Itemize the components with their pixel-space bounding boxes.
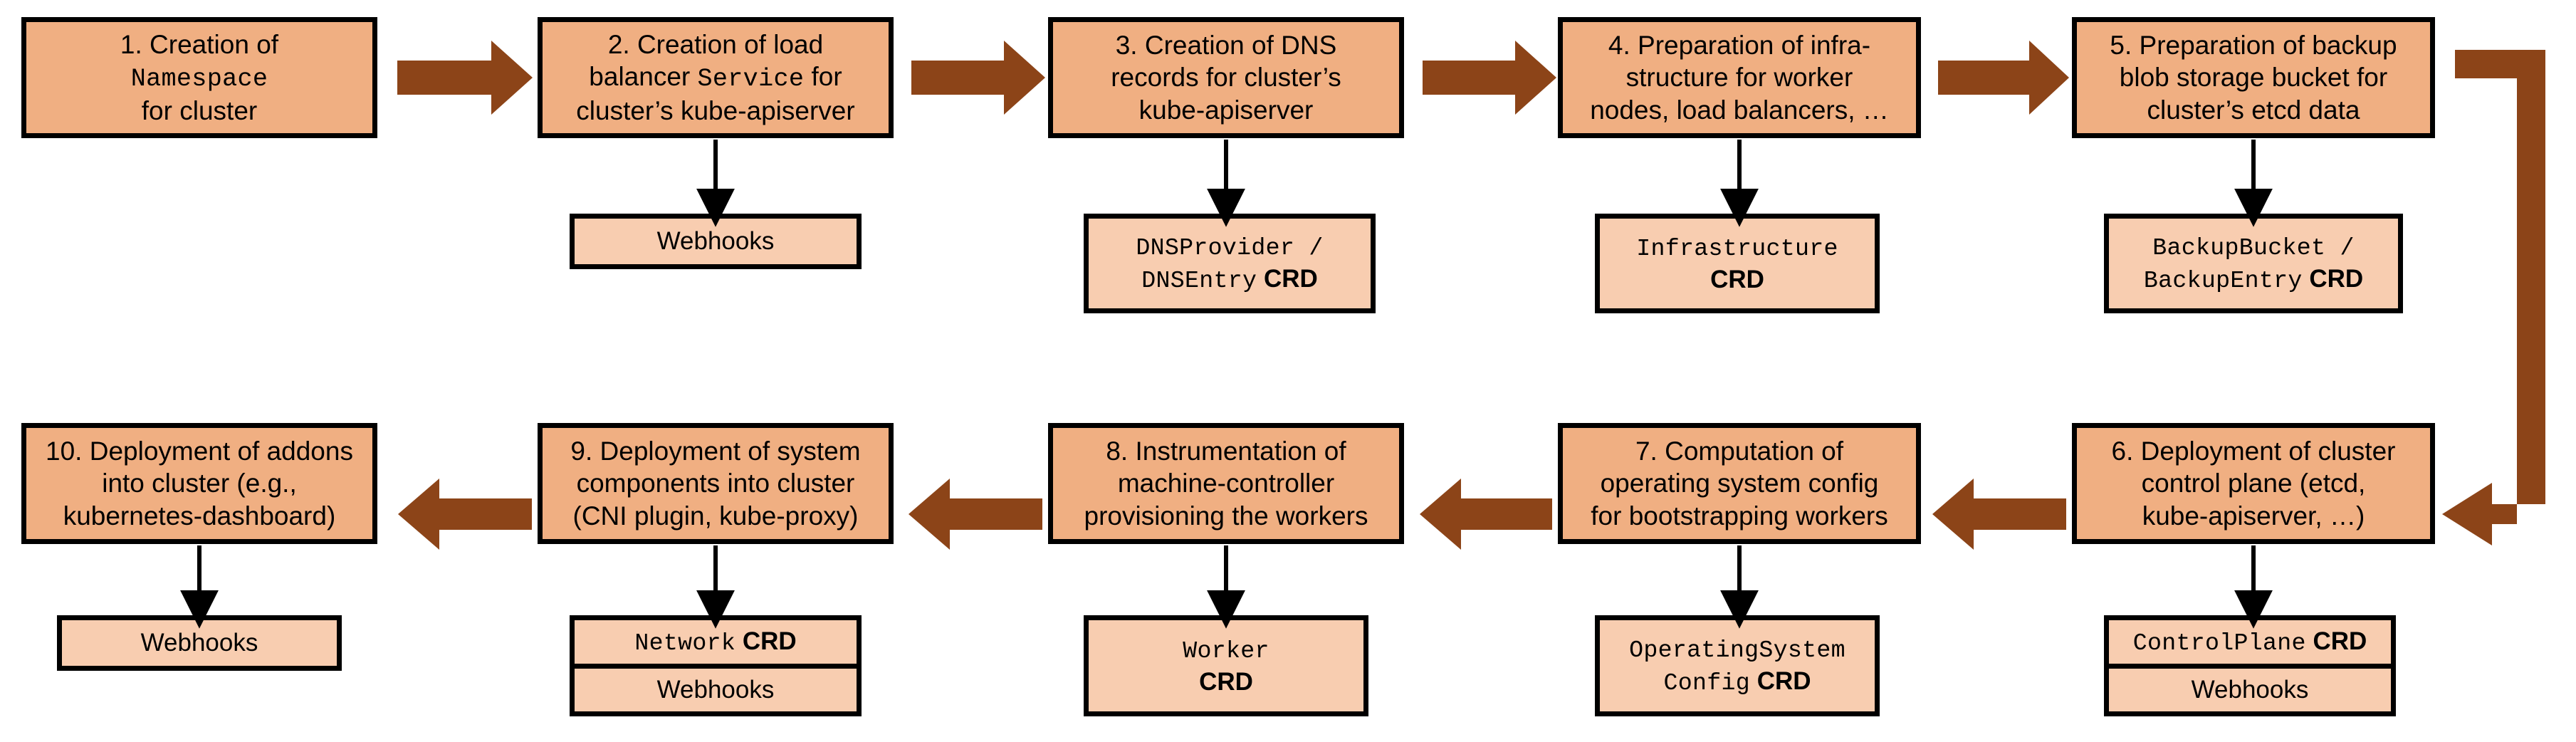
node-step5-label: 5. Preparation of backup blob storage bu…	[2110, 31, 2397, 125]
subbox-row-controlplane-crd: ControlPlane CRD	[2132, 627, 2367, 657]
subbox-step5-crd[interactable]: BackupBucket / BackupEntry CRD	[2104, 214, 2403, 313]
node-step1[interactable]: 1. Creation of Namespace for cluster	[21, 17, 377, 138]
subbox-row-webhooks: Webhooks	[140, 629, 258, 657]
arrow-step9-step10	[398, 479, 532, 550]
node-step6-label: 6. Deployment of cluster control plane (…	[2111, 437, 2396, 531]
node-step10[interactable]: 10. Deployment of addons into cluster (e…	[21, 423, 377, 544]
arrow-step8-step9	[909, 479, 1042, 550]
subbox-row-dns-crd: DNSProvider / DNSEntry CRD	[1136, 234, 1324, 294]
node-step4-label: 4. Preparation of infra- structure for w…	[1590, 31, 1889, 125]
subbox-row-webhooks: Webhooks	[2109, 664, 2391, 711]
arrow-step5-step6-wrap	[2442, 50, 2545, 545]
node-step8-label: 8. Instrumentation of machine-controller…	[1084, 437, 1368, 531]
node-step7-label: 7. Computation of operating system confi…	[1591, 437, 1888, 531]
node-step3[interactable]: 3. Creation of DNS records for cluster’s…	[1048, 17, 1404, 138]
node-step9-label: 9. Deployment of system components into …	[570, 437, 861, 531]
arrow-step3-step4	[1423, 41, 1556, 115]
subbox-row-worker-crd: Worker CRD	[1183, 637, 1269, 696]
node-step10-label: 10. Deployment of addons into cluster (e…	[46, 437, 353, 531]
subbox-step8-crd[interactable]: Worker CRD	[1084, 615, 1368, 716]
arrow-step7-step8	[1420, 479, 1552, 550]
subbox-row-webhooks: Webhooks	[656, 227, 775, 256]
arrow-step1-step2	[397, 41, 533, 115]
node-step7[interactable]: 7. Computation of operating system confi…	[1558, 423, 1921, 544]
subbox-step4-crd[interactable]: Infrastructure CRD	[1595, 214, 1880, 313]
subbox-row-webhooks: Webhooks	[575, 664, 857, 711]
subbox-row-backup-crd: BackupBucket / BackupEntry CRD	[2143, 234, 2364, 294]
node-step6[interactable]: 6. Deployment of cluster control plane (…	[2072, 423, 2435, 544]
node-step9[interactable]: 9. Deployment of system components into …	[538, 423, 894, 544]
subbox-step10-webhooks[interactable]: Webhooks	[57, 615, 342, 671]
node-step1-label: 1. Creation of Namespace for cluster	[120, 29, 279, 125]
arrow-step6-step7	[1932, 479, 2066, 550]
subbox-row-osc-crd: OperatingSystem Config CRD	[1629, 637, 1845, 696]
subbox-step6-stack[interactable]: ControlPlane CRD Webhooks	[2104, 615, 2396, 716]
arrow-step2-step3	[911, 41, 1045, 115]
subbox-row-network-crd: Network CRD	[634, 627, 797, 657]
subbox-row-infrastructure-crd: Infrastructure CRD	[1636, 235, 1838, 293]
node-step2[interactable]: 2. Creation of load balancer Service for…	[538, 17, 894, 138]
node-step5[interactable]: 5. Preparation of backup blob storage bu…	[2072, 17, 2435, 138]
node-step4[interactable]: 4. Preparation of infra- structure for w…	[1558, 17, 1921, 138]
subbox-step3-crd[interactable]: DNSProvider / DNSEntry CRD	[1084, 214, 1376, 313]
node-step8[interactable]: 8. Instrumentation of machine-controller…	[1048, 423, 1404, 544]
subbox-step2-webhooks[interactable]: Webhooks	[570, 214, 862, 269]
node-step3-label: 3. Creation of DNS records for cluster’s…	[1111, 31, 1341, 125]
node-step2-label: 2. Creation of load balancer Service for…	[576, 29, 855, 125]
arrow-step4-step5	[1938, 41, 2069, 115]
subbox-step9-stack[interactable]: Network CRD Webhooks	[570, 615, 862, 716]
subbox-step7-crd[interactable]: OperatingSystem Config CRD	[1595, 615, 1880, 716]
